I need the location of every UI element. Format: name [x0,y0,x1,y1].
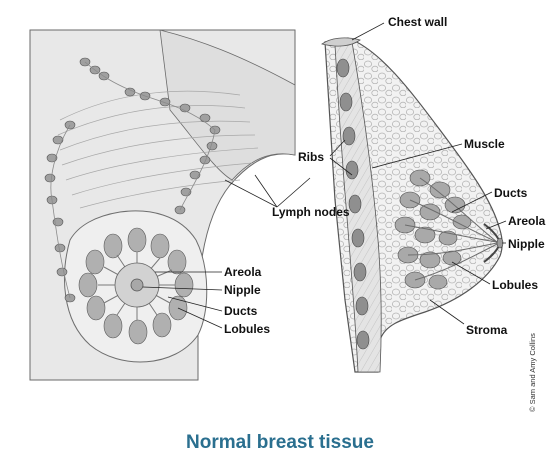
label-nipple-right: Nipple [508,237,545,251]
label-nipple-left: Nipple [224,283,261,297]
lymph-vessels [50,61,216,299]
label-areola-right: Areola [508,214,546,228]
label-lobules-left: Lobules [224,322,271,336]
section-ducts [404,177,498,281]
label-lobules-right: Lobules [492,278,539,292]
label-stroma: Stroma [466,323,508,337]
ribs [336,58,370,350]
label-ducts-right: Ducts [494,186,528,200]
label-muscle: Muscle [464,137,505,151]
label-ribs: Ribs [298,150,325,164]
chest-muscle-fibres [57,90,259,209]
frontal-nipple [130,278,144,292]
label-areola-left: Areola [224,265,262,279]
cross-section-view [224,22,507,373]
section-leaders [224,22,507,325]
frontal-leaders [142,271,223,329]
frontal-view [29,29,296,381]
chest-wall-top [321,37,361,47]
label-lymph-nodes: Lymph nodes [272,205,350,219]
arm-shape [159,29,296,181]
copyright-credit: © Sam and Amy Collins [528,333,537,412]
label-chest-wall: Chest wall [388,15,448,29]
label-ducts-left: Ducts [224,304,258,318]
figure-caption: Normal breast tissue [186,432,374,453]
frontal-lobules [78,227,194,345]
